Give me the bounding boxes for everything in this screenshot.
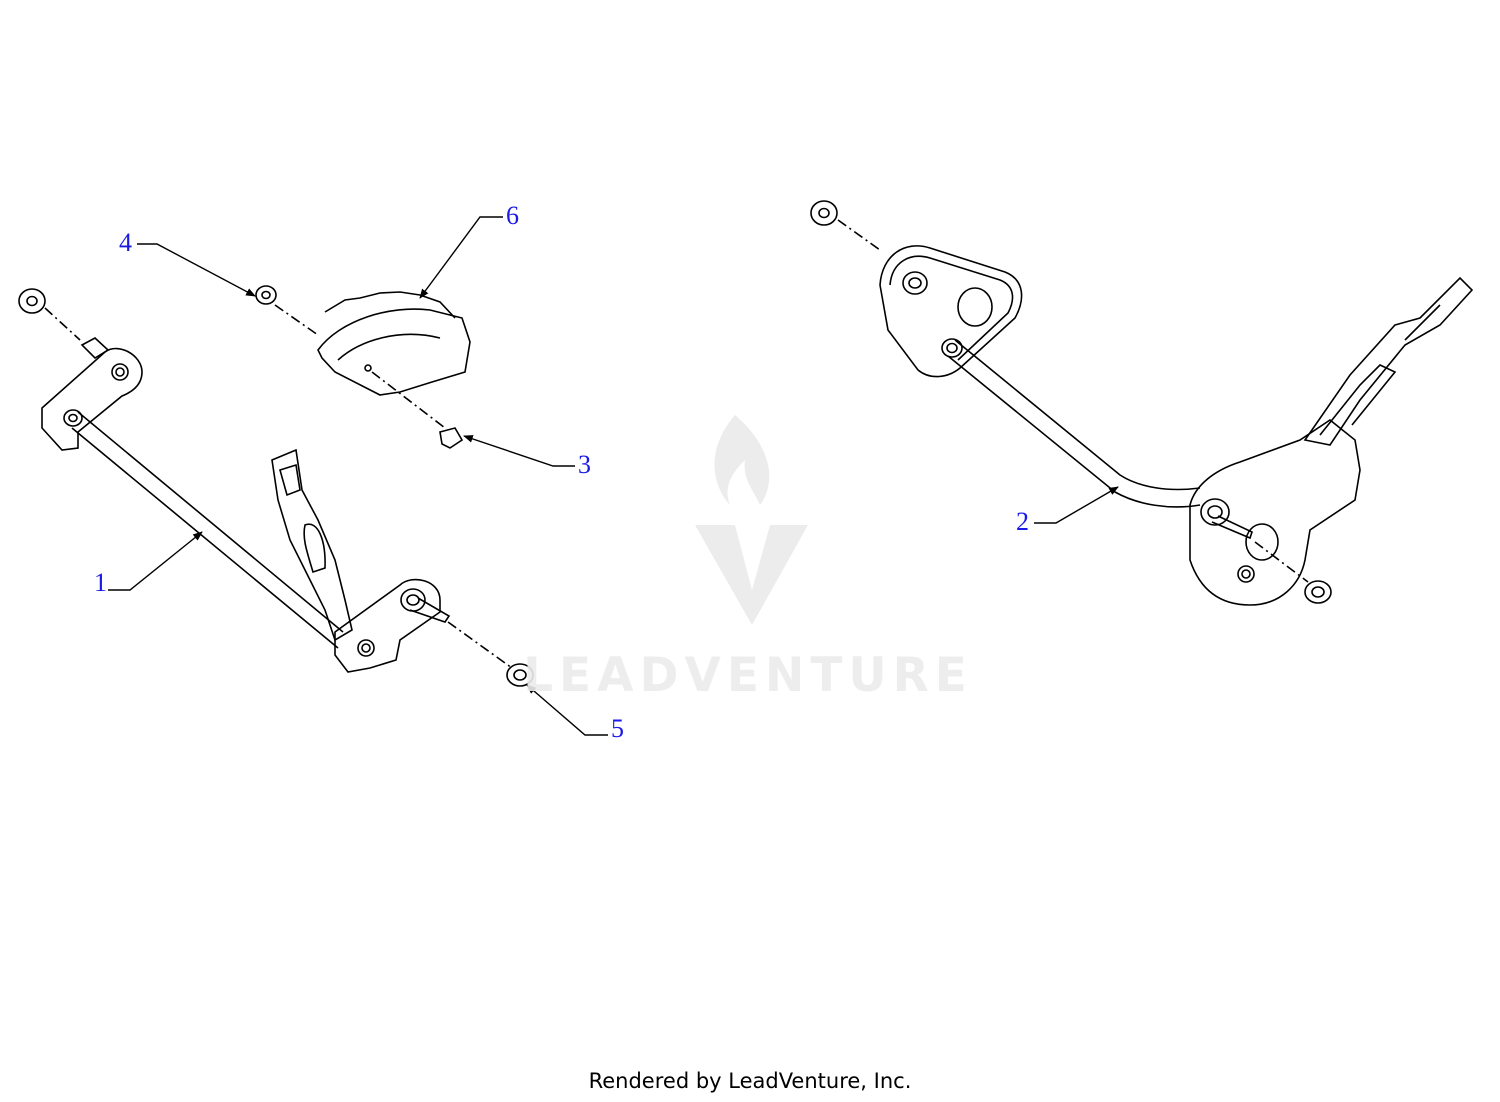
pedal-arm bbox=[271, 448, 353, 642]
washer-left bbox=[18, 288, 46, 314]
leader-3 bbox=[463, 435, 575, 467]
leader-2 bbox=[1034, 486, 1119, 524]
callout-label-4[interactable]: 4 bbox=[119, 228, 132, 257]
bolt-3 bbox=[439, 427, 464, 449]
footer-credit: Rendered by LeadVenture, Inc. bbox=[588, 1069, 912, 1093]
watermark-logo bbox=[695, 415, 808, 625]
nut-4 bbox=[255, 285, 277, 305]
callout-label-5[interactable]: 5 bbox=[611, 714, 624, 743]
nut-right bbox=[1304, 580, 1332, 604]
leader-lines bbox=[108, 216, 1119, 736]
callout-label-2[interactable]: 2 bbox=[1016, 507, 1029, 536]
callout-label-3[interactable]: 3 bbox=[578, 450, 591, 479]
left-lift-assembly bbox=[18, 285, 534, 687]
triangular-bracket bbox=[879, 245, 1023, 378]
right-lift-assembly bbox=[810, 200, 1474, 606]
callout-label-6[interactable]: 6 bbox=[506, 201, 519, 230]
leader-5 bbox=[526, 684, 608, 736]
shaft-2 bbox=[954, 339, 1201, 491]
washer-right bbox=[810, 200, 838, 226]
right-lower-bracket bbox=[334, 578, 441, 673]
callout-label-1[interactable]: 1 bbox=[94, 568, 107, 597]
nut-5 bbox=[506, 663, 534, 687]
lever-handle bbox=[1303, 276, 1474, 446]
right-bracket bbox=[1189, 419, 1361, 606]
leader-4 bbox=[137, 243, 256, 297]
shaft-1 bbox=[77, 411, 344, 633]
leader-6 bbox=[419, 216, 503, 299]
watermark-text: LEADVENTURE bbox=[523, 648, 973, 703]
leader-1 bbox=[108, 531, 203, 591]
left-bracket bbox=[41, 347, 143, 451]
quadrant-plate-6 bbox=[317, 308, 471, 396]
